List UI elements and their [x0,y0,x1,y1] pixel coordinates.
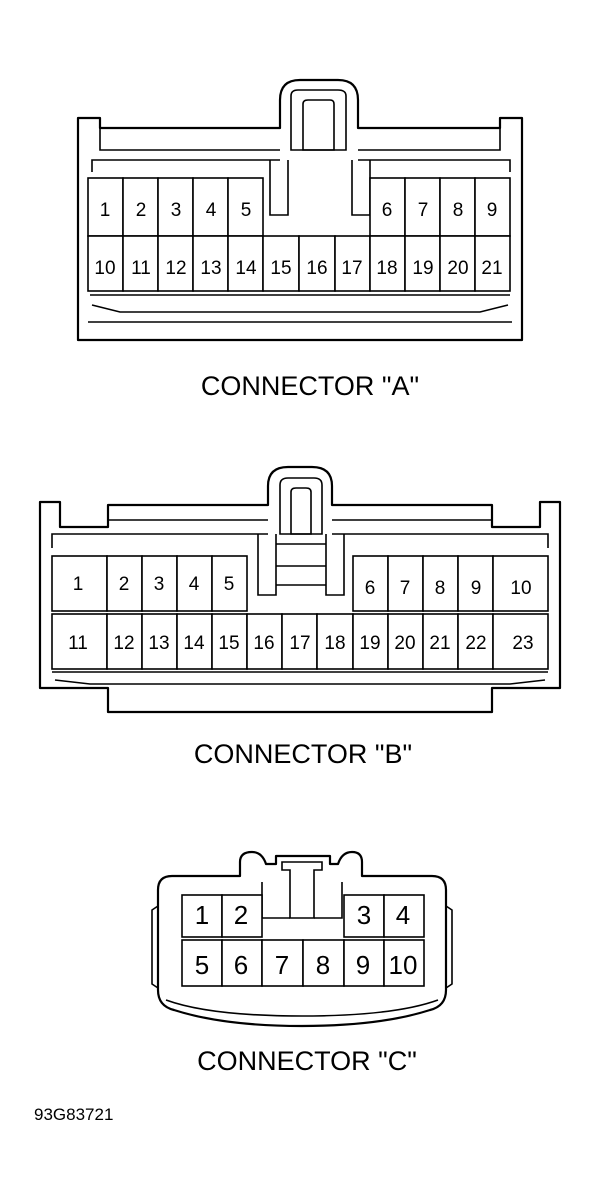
connector-a-caption: CONNECTOR "A" [201,371,419,401]
b-pin: 23 [512,633,533,654]
connector-c-body [156,850,448,1028]
connector-a-latch [290,89,347,151]
connector-a-body [76,78,524,342]
a-pin: 7 [418,200,429,221]
b-pin: 12 [113,633,134,654]
a-pin: 10 [94,258,115,279]
a-pin: 16 [306,258,327,279]
a-pin: 4 [206,200,217,221]
c-pin: 6 [234,950,248,980]
b-pin: 3 [154,574,165,595]
b-pin: 21 [429,633,450,654]
a-pin: 9 [487,200,498,221]
connector-c-top-row: 1 2 3 4 [181,894,425,938]
a-pin: 20 [447,258,468,279]
connector-a: 1 2 3 4 5 6 7 8 9 10 11 12 13 [76,78,524,401]
b-pin: 20 [394,633,415,654]
a-pin: 17 [341,258,362,279]
a-pin: 2 [136,200,147,221]
b-pin: 5 [224,574,235,595]
b-pin: 9 [471,578,482,599]
c-pin: 5 [195,950,209,980]
b-pin: 1 [73,574,84,595]
a-pin: 8 [453,200,464,221]
a-pin: 19 [412,258,433,279]
connector-b-body [38,465,562,714]
b-pin: 13 [148,633,169,654]
c-pin: 7 [275,950,289,980]
connector-c-latch [281,861,323,919]
b-pin: 10 [510,578,531,599]
connector-a-top-row: 1 2 3 4 5 6 7 8 9 [87,177,511,237]
connector-a-bottom-row: 10 11 12 13 14 15 16 17 18 19 20 21 [87,235,511,292]
b-pin: 22 [465,633,486,654]
a-pin: 18 [376,258,397,279]
a-pin: 21 [481,258,502,279]
b-pin: 4 [189,574,200,595]
connector-b-latch [279,477,323,535]
a-pin: 5 [241,200,252,221]
a-pin: 1 [100,200,111,221]
a-pin: 14 [235,258,257,279]
b-pin: 7 [400,578,411,599]
c-pin: 4 [396,900,410,930]
b-pin: 2 [119,574,130,595]
b-pin: 15 [218,633,239,654]
c-pin: 1 [195,900,209,930]
connector-c: 1 2 3 4 5 6 7 8 9 10 CONNECTOR "C" [151,850,453,1076]
c-pin: 8 [316,950,330,980]
b-pin: 11 [68,633,88,654]
c-pin: 9 [356,950,370,980]
connector-c-bottom-row: 5 6 7 8 9 10 [181,939,425,987]
c-pin: 2 [234,900,248,930]
a-pin: 6 [382,200,393,221]
b-pin: 18 [324,633,345,654]
a-pin: 3 [171,200,182,221]
connector-b-top-row: 1 2 3 4 5 6 7 8 9 10 [51,555,549,612]
b-pin: 14 [183,633,205,654]
a-pin: 15 [270,258,291,279]
b-pin: 8 [435,578,446,599]
connector-b-caption: CONNECTOR "B" [194,739,412,769]
connector-b-bottom-row: 11 12 13 14 15 16 17 18 19 20 21 22 23 [51,613,549,670]
connector-b: 1 2 3 4 5 6 7 8 9 10 11 12 [38,465,562,769]
b-pin: 17 [289,633,310,654]
c-pin: 10 [389,950,418,980]
a-pin: 11 [131,258,151,279]
a-pin: 12 [165,258,186,279]
figure-id: 93G83721 [34,1105,113,1124]
connector-c-caption: CONNECTOR "C" [197,1046,417,1076]
b-pin: 19 [359,633,380,654]
c-pin: 3 [357,900,371,930]
b-pin: 6 [365,578,376,599]
a-pin: 13 [200,258,221,279]
b-pin: 16 [253,633,274,654]
